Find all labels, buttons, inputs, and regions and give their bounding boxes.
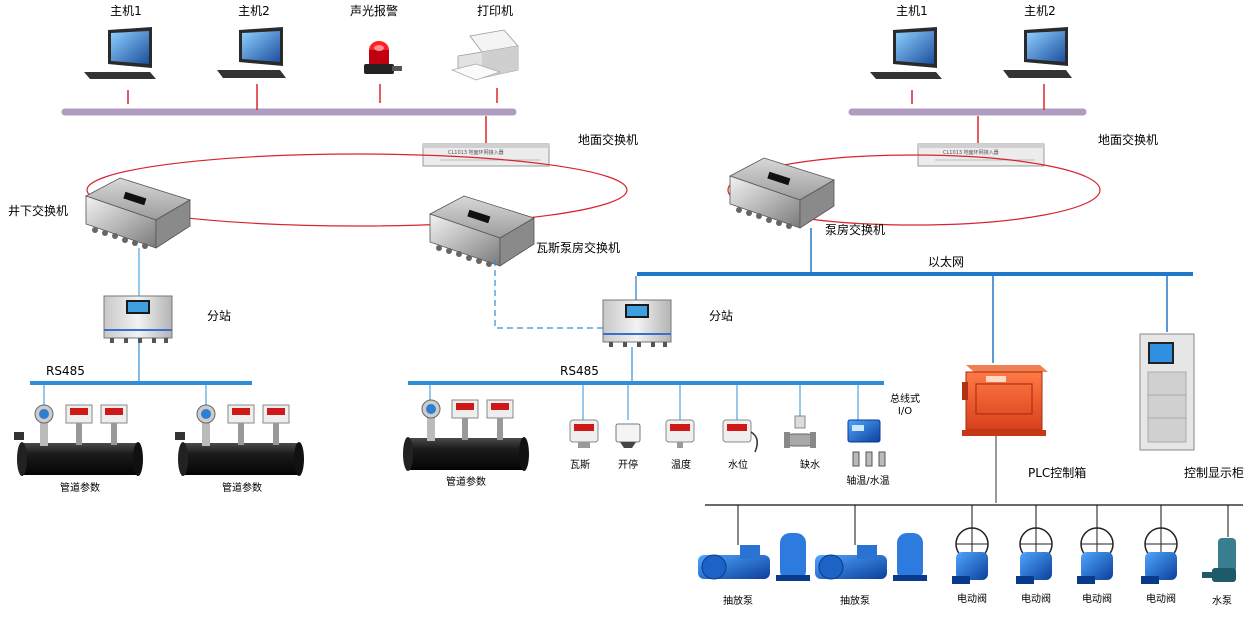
valve-label-4: 电动阀 [1146, 594, 1176, 605]
pipe-label-left-2: 管道参数 [222, 483, 262, 494]
svg-text:CL1013 地面环网接入器: CL1013 地面环网接入器 [943, 149, 999, 156]
plc-control-box-device [962, 365, 1048, 436]
computer-icon-right-1 [870, 27, 942, 79]
ground-switch-label-left: 地面交换机 [578, 133, 639, 147]
gas-pump-switch-device [428, 195, 535, 267]
electric-valve-icon-3 [1077, 527, 1114, 584]
vacuum-pump-icon-1 [698, 533, 810, 581]
host1-label-right: 主机1 [896, 4, 928, 18]
pump-room-switch-label: 泵房交换机 [825, 223, 886, 237]
electric-valve-icon-2 [1016, 527, 1053, 584]
electric-valve-icon-1 [952, 527, 989, 584]
electric-valve-icon-4 [1141, 527, 1178, 584]
left-substation-device [103, 295, 173, 343]
temperature-label: 温度 [671, 460, 691, 471]
valve-label-2: 电动阀 [1021, 594, 1051, 605]
water-pump-label: 水泵 [1212, 596, 1232, 607]
ground-switch-label-right: 地面交换机 [1098, 133, 1159, 147]
pipe-sensor-left-1 [14, 404, 143, 476]
control-display-cabinet-device [1139, 333, 1195, 451]
gas-sensor-icon [569, 419, 599, 448]
start-stop-sensor-icon [615, 423, 641, 448]
host2-label-left: 主机2 [238, 4, 270, 18]
vacuum-pump-icon-2 [815, 533, 927, 581]
pipe-label-middle: 管道参数 [446, 477, 486, 488]
printer-icon [450, 29, 519, 81]
water-shortage-label: 缺水 [800, 460, 820, 471]
underground-switch-device [84, 177, 191, 249]
svg-text:CL1013 地面环网接入器: CL1013 地面环网接入器 [448, 149, 504, 156]
middle-substation-device [602, 299, 672, 347]
plc-box-label: PLC控制箱 [1028, 466, 1087, 480]
water-shortage-sensor-icon [784, 415, 816, 448]
temperature-sensor-icon [665, 419, 695, 448]
start-stop-label: 开停 [618, 460, 638, 471]
water-pump-icon [1202, 538, 1236, 582]
underground-switch-label: 井下交换机 [8, 204, 69, 218]
alarm-light-icon [364, 41, 402, 74]
middle-rs485-label: RS485 [560, 364, 599, 378]
bus-io-module-icon [847, 419, 881, 443]
bearing-temp-sensors-icon [852, 451, 886, 467]
computer-icon-right-2 [1003, 27, 1072, 78]
left-rs485-label: RS485 [46, 364, 85, 378]
pipe-sensor-middle [403, 399, 529, 471]
left-ring-network [86, 153, 628, 227]
pump-label-1: 抽放泵 [723, 596, 753, 607]
computer-icon-left-1 [84, 27, 156, 79]
gas-pump-switch-label: 瓦斯泵房交换机 [536, 241, 621, 255]
water-level-label: 水位 [728, 460, 748, 471]
water-level-sensor-icon [722, 419, 758, 453]
pipe-label-left-1: 管道参数 [60, 483, 100, 494]
control-cabinet-label: 控制显示柜 [1184, 466, 1245, 480]
ethernet-label: 以太网 [928, 255, 965, 269]
left-substation-label: 分站 [207, 309, 232, 323]
valve-label-3: 电动阀 [1082, 594, 1112, 605]
printer-label: 打印机 [476, 4, 514, 18]
pump-label-2: 抽放泵 [840, 596, 870, 607]
alarm-label: 声光报警 [349, 4, 399, 18]
host1-label-left: 主机1 [110, 4, 142, 18]
bus-io-label: 总线式 I/O [890, 394, 920, 417]
pump-room-switch-device [728, 157, 835, 229]
bearing-water-temp-label: 轴温/水温 [846, 476, 890, 487]
right-ring-network [727, 154, 1101, 226]
pipe-sensor-left-2 [175, 404, 304, 476]
host2-label-right: 主机2 [1024, 4, 1056, 18]
middle-substation-label: 分站 [709, 309, 734, 323]
valve-label-1: 电动阀 [957, 594, 987, 605]
computer-icon-left-2 [217, 27, 286, 78]
gas-label: 瓦斯 [570, 460, 590, 471]
